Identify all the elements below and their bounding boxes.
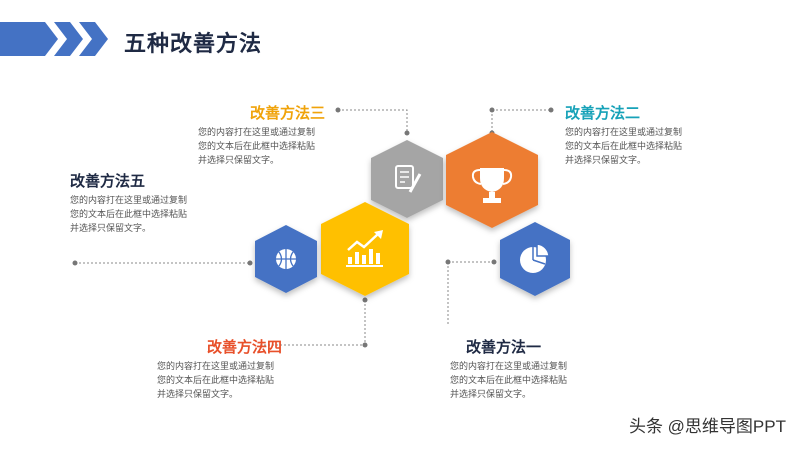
method-five-line-2: 您的文本后在此框中选择粘贴 <box>70 210 188 220</box>
method-five-line-1: 您的内容打在这里或通过复制 <box>70 196 188 206</box>
notepad-icon <box>395 165 422 193</box>
page-title: 五种改善方法 <box>124 32 263 57</box>
method-three-line-1: 您的内容打在这里或通过复制 <box>198 128 316 138</box>
watermark: 头条 @思维导图PPT <box>628 417 786 436</box>
method-two-line-2: 您的文本后在此框中选择粘贴 <box>565 142 683 152</box>
method-four-title: 改善方法四 <box>207 338 283 356</box>
method-two-text: 您的内容打在这里或通过复制 您的文本后在此框中选择粘贴 并选择只保留文字。 <box>565 126 735 168</box>
yellow-hexagon <box>321 202 409 296</box>
method-one-block: 改善方法一 您的内容打在这里或通过复制 您的文本后在此框中选择粘贴 并选择只保留… <box>450 336 620 402</box>
header-chevrons <box>0 22 108 56</box>
method-four-text: 您的内容打在这里或通过复制 您的文本后在此框中选择粘贴 并选择只保留文字。 <box>157 360 327 402</box>
method-two-title: 改善方法二 <box>565 104 641 122</box>
method-three-line-3: 并选择只保留文字。 <box>198 156 280 166</box>
method-three-text: 您的内容打在这里或通过复制 您的文本后在此框中选择粘贴 并选择只保留文字。 <box>198 126 368 168</box>
method-one-text: 您的内容打在这里或通过复制 您的文本后在此框中选择粘贴 并选择只保留文字。 <box>450 360 620 402</box>
method-one-line-1: 您的内容打在这里或通过复制 <box>450 362 568 372</box>
gray-hexagon <box>371 140 443 218</box>
trophy-icon <box>471 168 513 203</box>
method-five-line-3: 并选择只保留文字。 <box>70 224 152 234</box>
method-five-title: 改善方法五 <box>70 172 146 190</box>
growth-chart-icon <box>346 230 383 267</box>
method-four-block: 改善方法四 您的内容打在这里或通过复制 您的文本后在此框中选择粘贴 并选择只保留… <box>157 336 327 402</box>
method-two-block: 改善方法二 您的内容打在这里或通过复制 您的文本后在此框中选择粘贴 并选择只保留… <box>565 102 735 168</box>
method-one-line-2: 您的文本后在此框中选择粘贴 <box>450 376 568 386</box>
method-three-line-2: 您的文本后在此框中选择粘贴 <box>198 142 316 152</box>
method-two-line-1: 您的内容打在这里或通过复制 <box>565 128 683 138</box>
method-five-text: 您的内容打在这里或通过复制 您的文本后在此框中选择粘贴 并选择只保留文字。 <box>70 194 240 236</box>
method-two-line-3: 并选择只保留文字。 <box>565 156 647 166</box>
method-three-block: 改善方法三 您的内容打在这里或通过复制 您的文本后在此框中选择粘贴 并选择只保留… <box>198 102 368 168</box>
connector-dots <box>72 107 554 348</box>
method-three-title: 改善方法三 <box>250 104 326 122</box>
pie-chart-icon <box>520 243 550 273</box>
method-one-title: 改善方法一 <box>466 338 542 356</box>
method-one-line-3: 并选择只保留文字。 <box>450 390 532 400</box>
method-four-line-1: 您的内容打在这里或通过复制 <box>157 362 275 372</box>
method-four-line-2: 您的文本后在此框中选择粘贴 <box>157 376 275 386</box>
method-four-line-3: 并选择只保留文字。 <box>157 390 239 400</box>
basketball-icon <box>276 249 296 269</box>
method-five-block: 改善方法五 您的内容打在这里或通过复制 您的文本后在此框中选择粘贴 并选择只保留… <box>70 170 240 236</box>
